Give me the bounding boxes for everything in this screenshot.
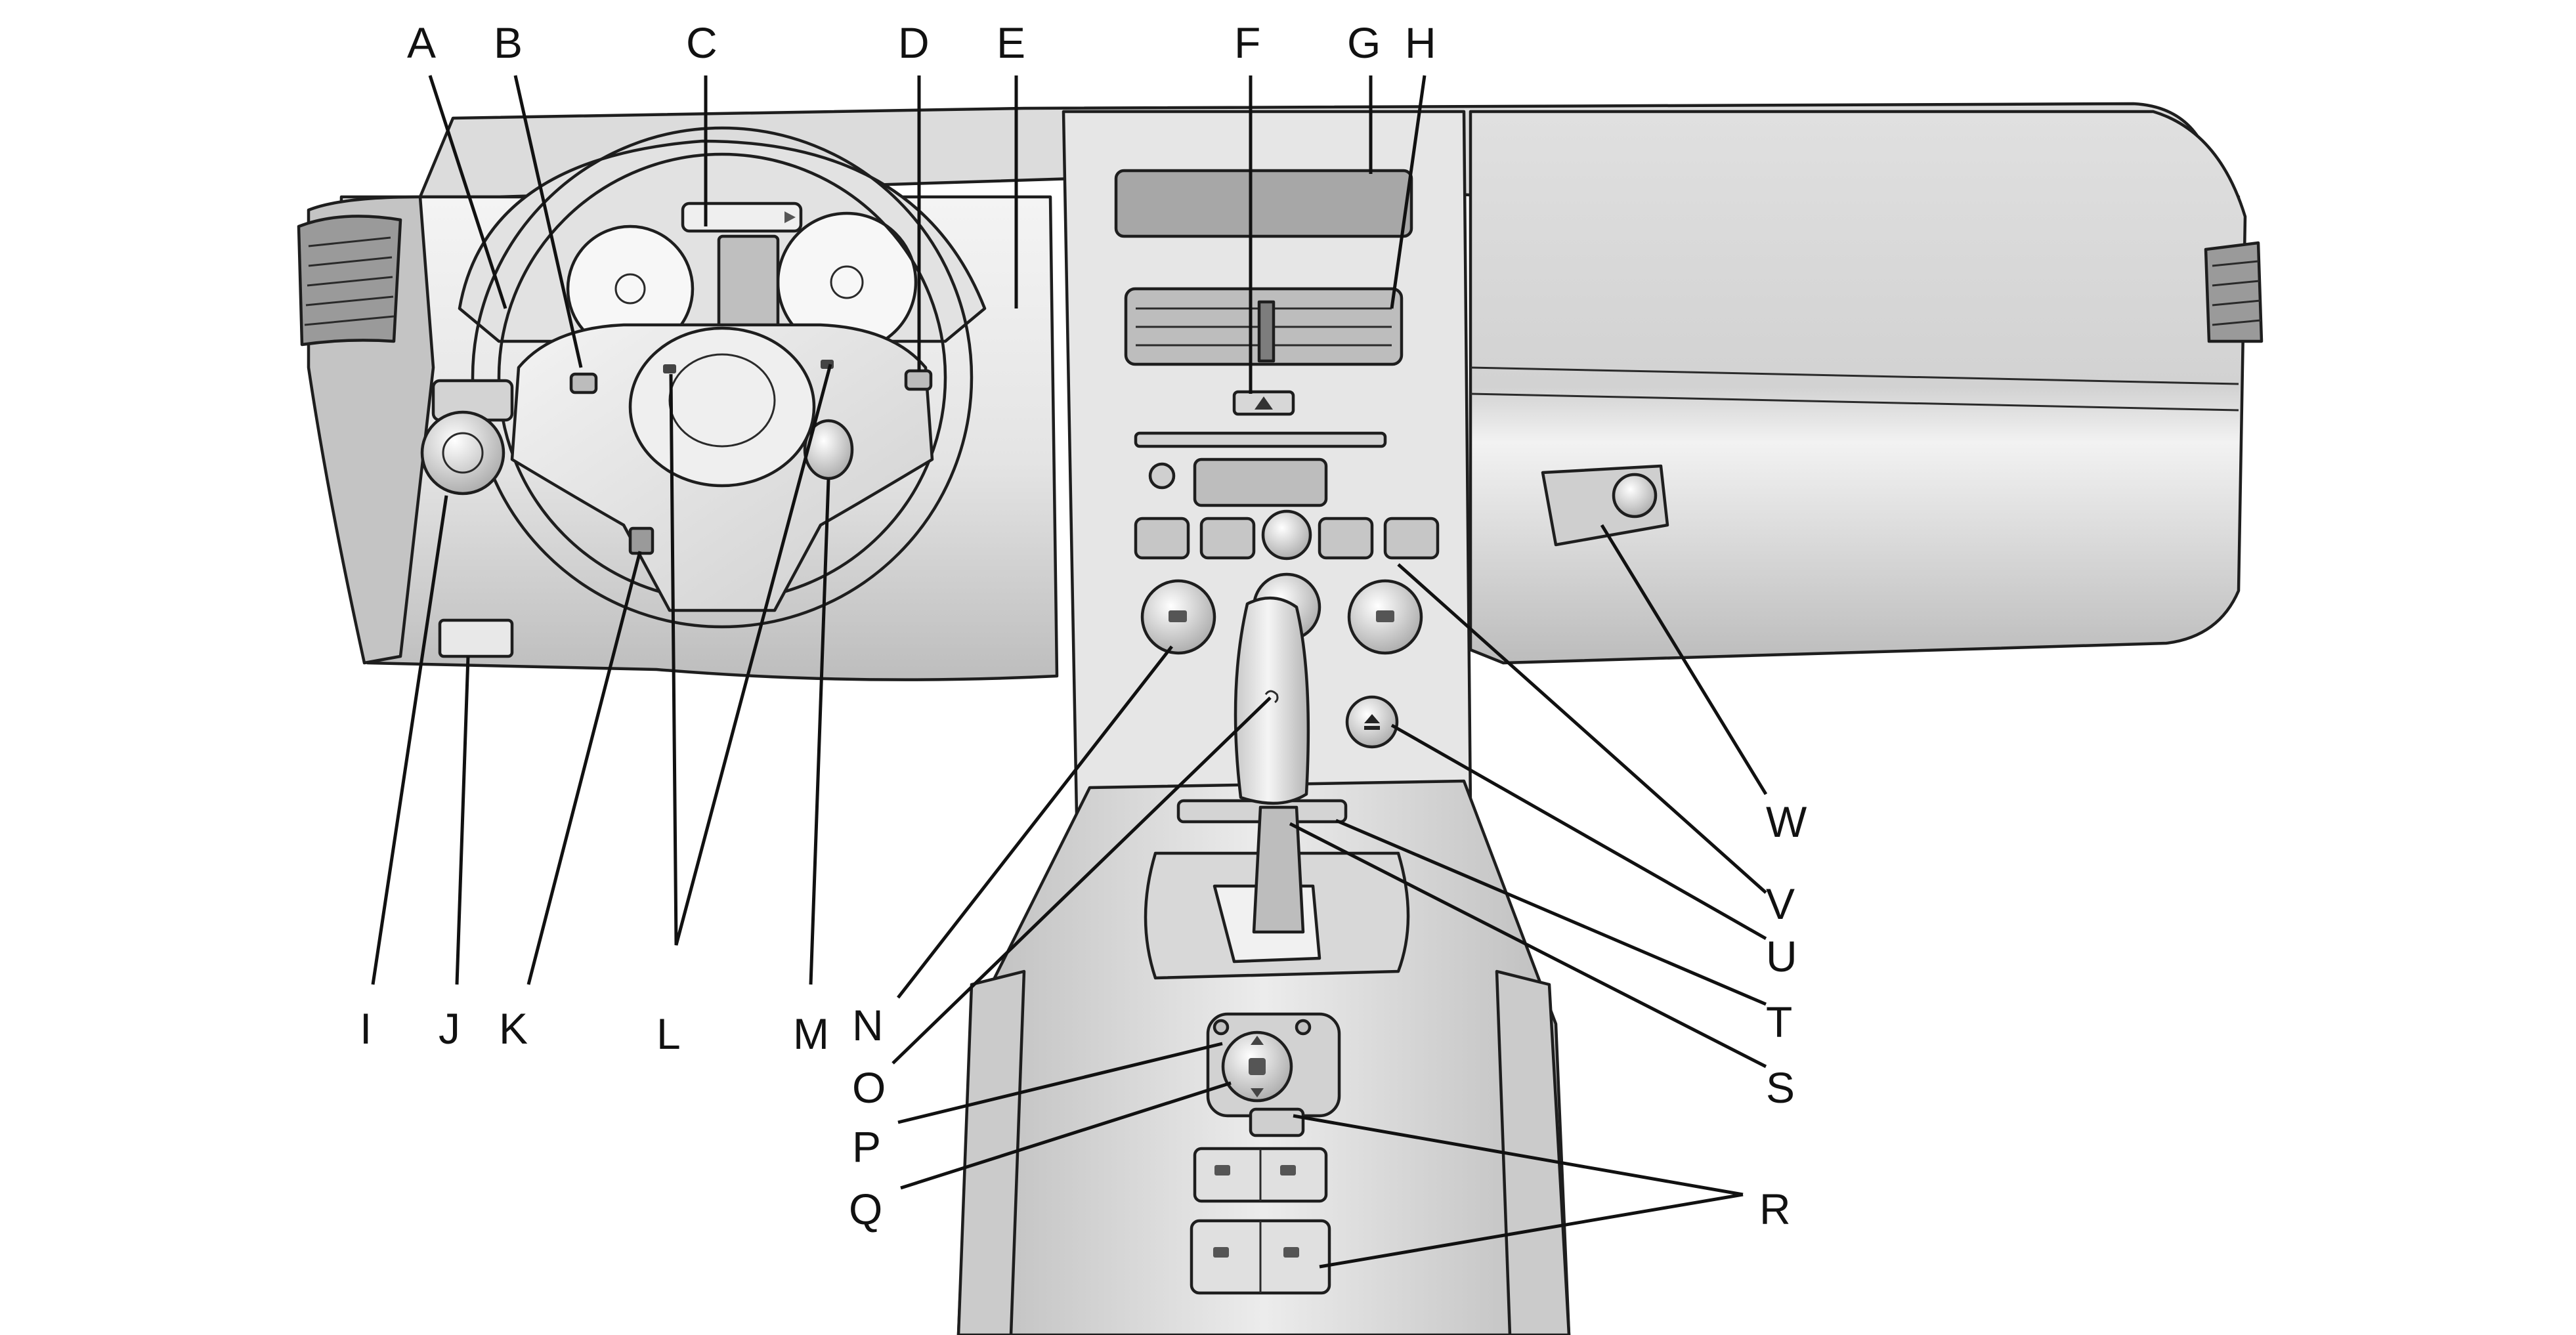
- callout-k: K: [499, 1004, 528, 1053]
- callout-o: O: [852, 1063, 886, 1112]
- console-left-flank: [956, 969, 1026, 1335]
- leader-lines: [371, 75, 1768, 1269]
- leader-o: [891, 696, 1272, 1065]
- outside-mirror-control: [1206, 1012, 1341, 1118]
- leader-q: [900, 1081, 1232, 1190]
- leader-s: [1289, 822, 1767, 1069]
- callout-g: G: [1347, 18, 1381, 67]
- leader-b: [513, 75, 583, 368]
- callout-n: N: [852, 1001, 884, 1049]
- right-air-vent: [2204, 241, 2264, 343]
- callout-e: E: [997, 18, 1025, 67]
- leader-i: [371, 495, 448, 985]
- leader-j: [455, 656, 470, 985]
- shift-lever: [1234, 596, 1310, 934]
- callout-i: I: [360, 1004, 372, 1053]
- callout-w: W: [1766, 797, 1807, 846]
- tilt-steering-release: [628, 526, 655, 555]
- leader-t: [1335, 818, 1767, 1006]
- leader-m: [809, 478, 830, 985]
- steering-wheel-airbag-hub: [628, 326, 816, 488]
- leader-w: [1600, 524, 1768, 795]
- callout-u: U: [1766, 932, 1797, 981]
- glove-box-latch: [1541, 464, 1669, 547]
- dash-trim-strip: [1470, 366, 2239, 412]
- exterior-lamps-control: [420, 379, 514, 496]
- hood-release-handle: [438, 618, 514, 658]
- callout-r: R: [1759, 1185, 1791, 1233]
- callout-h: H: [1405, 18, 1436, 67]
- driver-info-display: [717, 234, 780, 330]
- callout-c: C: [686, 18, 718, 67]
- right-arrow-icon: [784, 211, 796, 223]
- steering-column-lever: [803, 419, 854, 480]
- power-outlet: [1345, 695, 1399, 749]
- instrument-cluster: [566, 201, 918, 353]
- leader-p: [897, 1042, 1223, 1124]
- leader-a: [428, 75, 507, 309]
- callout-a: A: [407, 18, 436, 67]
- callout-b: B: [494, 18, 523, 67]
- callout-labels: A B C D E F G H I J K L M N O P Q R S T …: [360, 18, 1807, 1233]
- callout-p: P: [852, 1122, 881, 1171]
- steering-wheel: [471, 126, 974, 629]
- callout-l: L: [656, 1009, 681, 1058]
- callout-d: D: [898, 18, 930, 67]
- leader-v: [1397, 563, 1767, 894]
- horn-marker-right: [821, 360, 834, 369]
- shift-lever-button-icon: [1264, 690, 1279, 704]
- leader-h: [1390, 75, 1427, 309]
- indicator-strip: [681, 201, 803, 233]
- horn-marker-left: [663, 364, 676, 373]
- leader-u: [1390, 723, 1767, 941]
- cruise-control-buttons: [904, 369, 933, 391]
- leader-n: [897, 645, 1173, 999]
- leader-r: [1293, 1114, 1744, 1269]
- left-air-vent: [297, 215, 402, 347]
- callout-m: M: [793, 1009, 829, 1058]
- callout-j: J: [439, 1004, 460, 1053]
- climate-control-buttons: [1134, 509, 1440, 561]
- audio-steering-control: [569, 372, 598, 394]
- power-window-switches: [1190, 1107, 1331, 1295]
- audio-system: [1134, 431, 1387, 507]
- callout-f: F: [1234, 18, 1260, 67]
- callout-t: T: [1766, 998, 1792, 1046]
- leader-k: [526, 551, 642, 985]
- callout-s: S: [1766, 1063, 1795, 1112]
- leader-l: [669, 364, 832, 946]
- dashboard-right-body: [1469, 110, 2247, 665]
- callout-v: V: [1766, 879, 1795, 928]
- center-display-housing: [1114, 169, 1413, 238]
- hazard-triangle-icon: [1255, 396, 1273, 410]
- center-air-vents: [1124, 287, 1404, 366]
- callout-q: Q: [849, 1185, 882, 1233]
- console-right-flank: [1495, 969, 1571, 1335]
